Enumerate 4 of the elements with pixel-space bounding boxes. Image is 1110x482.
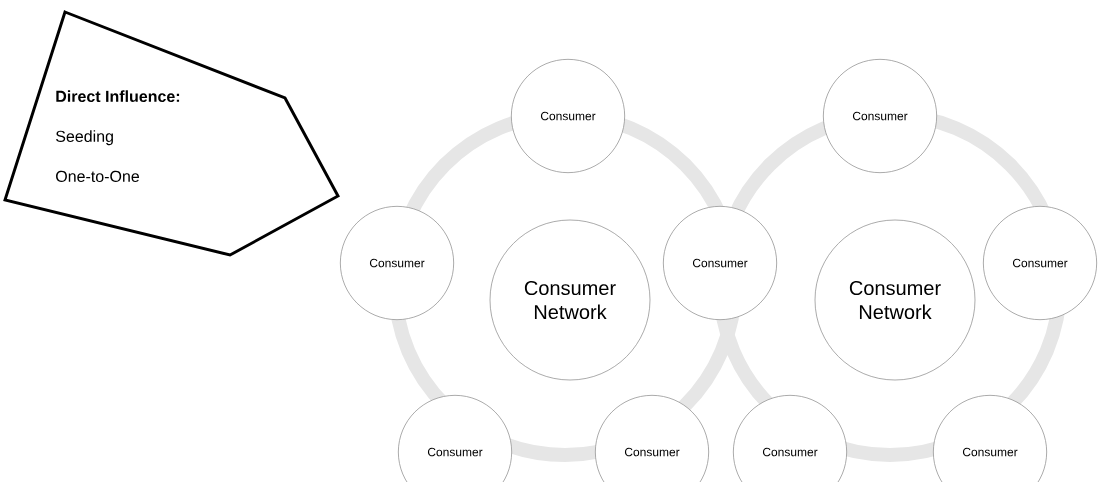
- node-label: Consumer: [762, 447, 818, 457]
- node-label: Consumer: [624, 447, 680, 457]
- node-label: Consumer: [962, 447, 1018, 457]
- node-label: Consumer: [427, 447, 483, 457]
